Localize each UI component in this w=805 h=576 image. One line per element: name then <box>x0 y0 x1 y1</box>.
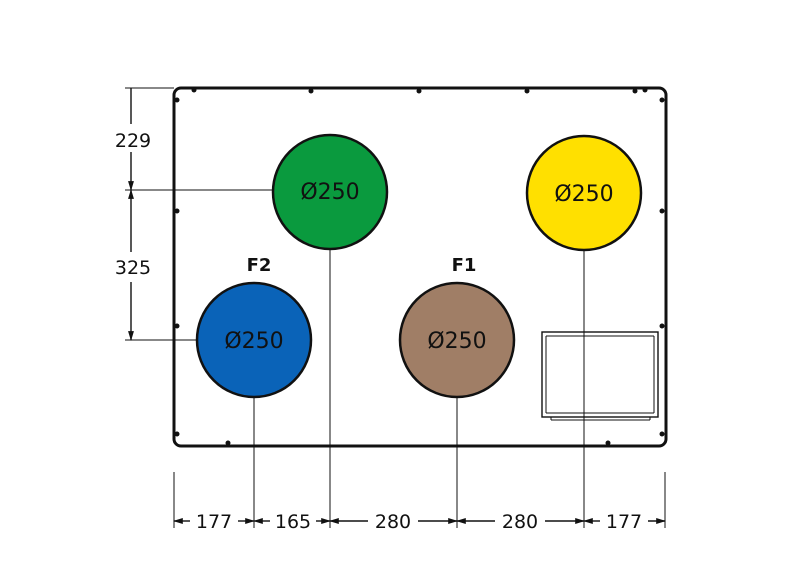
vertical-dim-middle: 325 <box>115 257 151 279</box>
fan-label-f1: F1 <box>452 255 477 276</box>
fan-circle-blue: Ø250 <box>195 281 313 399</box>
circle-label-brown: Ø250 <box>427 329 486 354</box>
fan-label-f2: F2 <box>247 255 272 276</box>
fan-circle-green: Ø250 <box>271 133 389 251</box>
dim-280-left: 280 <box>375 511 411 533</box>
dim-177-right: 177 <box>606 511 642 533</box>
vertical-dim-top: 229 <box>115 130 151 152</box>
circle-label-green: Ø250 <box>300 180 359 205</box>
panel-outline <box>172 86 668 448</box>
fan-circle-yellow: Ø250 <box>525 134 643 252</box>
dim-177-left: 177 <box>196 511 232 533</box>
fan-circle-brown: Ø250 <box>398 281 516 399</box>
rectangular-component <box>541 331 659 421</box>
horizontal-dimension-chain: 177 165 280 280 177 <box>173 511 666 533</box>
circle-label-blue: Ø250 <box>224 329 283 354</box>
dim-280-right: 280 <box>502 511 538 533</box>
dim-165: 165 <box>275 511 311 533</box>
vertical-dimension: 229 325 <box>115 88 151 341</box>
mounting-holes <box>174 87 665 446</box>
circle-label-yellow: Ø250 <box>554 182 613 207</box>
